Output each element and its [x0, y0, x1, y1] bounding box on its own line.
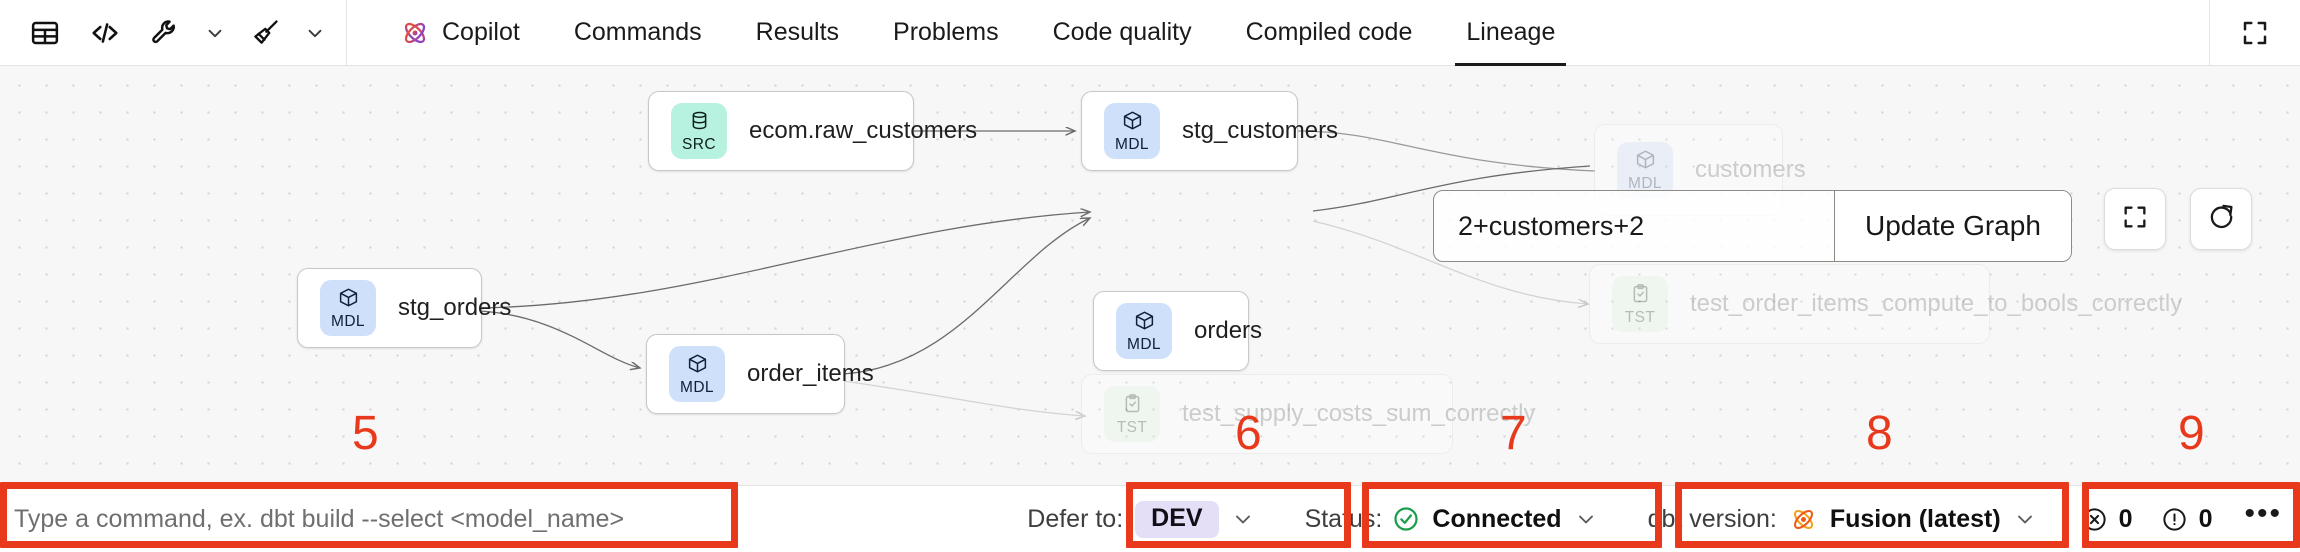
node-type-badge-mdl: MDL [1617, 142, 1673, 198]
tab-lineage[interactable]: Lineage [1439, 0, 1582, 66]
wrench-icon[interactable] [142, 10, 188, 56]
clipboard-check-icon [1122, 393, 1143, 419]
cube-icon [687, 353, 708, 379]
chevron-down-icon [1231, 507, 1255, 531]
broom-dropdown-chevron-icon[interactable] [302, 13, 328, 53]
error-count-value: 0 [2118, 504, 2133, 533]
node-label: stg_orders [398, 294, 512, 322]
tab-label: Commands [573, 18, 702, 46]
tab-compiled-code[interactable]: Compiled code [1219, 0, 1440, 66]
lineage-node-stg-customers[interactable]: MDL stg_customers [1081, 91, 1338, 171]
node-type-label: MDL [1115, 135, 1149, 153]
tab-label: Lineage [1466, 18, 1556, 46]
graph-selector-bar: Update Graph [1433, 190, 2072, 262]
defer-to-selector[interactable]: Defer to: DEV [1011, 494, 1270, 544]
node-label: orders [1194, 317, 1263, 345]
lineage-node-order-items[interactable]: MDL order_items [646, 334, 874, 414]
wrench-dropdown-chevron-icon[interactable] [202, 13, 228, 53]
warning-count-group[interactable]: 0 [2147, 505, 2227, 534]
node-type-label: MDL [680, 378, 714, 396]
status-label: Status: [1304, 504, 1383, 533]
tab-label: Code quality [1052, 18, 1192, 46]
editor-tool-group [0, 0, 346, 65]
clipboard-check-icon [1630, 283, 1651, 309]
node-label: test_order_items_compute_to_bools_correc… [1690, 290, 2183, 318]
chevron-down-icon [1574, 507, 1598, 531]
warning-circle-exclamation-icon [2161, 506, 2188, 533]
lineage-node-ecom-raw-customers[interactable]: SRC ecom.raw_customers [648, 91, 977, 171]
copilot-atom-icon [400, 18, 430, 48]
tab-label: Copilot [442, 18, 520, 46]
toolbar-divider [346, 0, 347, 66]
cube-icon [1122, 110, 1143, 136]
error-circle-x-icon [2081, 506, 2108, 533]
tab-results[interactable]: Results [729, 0, 866, 66]
defer-to-value: DEV [1135, 500, 1219, 538]
tab-label: Results [755, 18, 840, 46]
command-input[interactable] [14, 495, 726, 543]
more-options-button[interactable]: ••• [2244, 496, 2282, 530]
defer-to-label: Defer to: [1027, 504, 1124, 533]
node-type-label: SRC [682, 135, 716, 153]
tab-copilot[interactable]: Copilot [373, 0, 547, 66]
node-type-label: TST [1624, 308, 1656, 326]
node-label: ecom.raw_customers [749, 117, 978, 145]
database-cylinder-icon [689, 110, 710, 136]
tab-problems[interactable]: Problems [866, 0, 1026, 66]
node-type-badge-tst: TST [1104, 386, 1160, 442]
dbt-version-value: Fusion (latest) [1829, 504, 2001, 533]
check-circle-icon [1392, 505, 1420, 533]
node-label: test_supply_costs_sum_correctly [1182, 400, 1536, 428]
node-type-badge-mdl: MDL [320, 280, 376, 336]
table-grid-icon[interactable] [22, 10, 68, 56]
node-type-label: TST [1116, 418, 1148, 436]
node-label: customers [1695, 156, 1806, 184]
node-type-badge-mdl: MDL [669, 346, 725, 402]
node-type-label: MDL [331, 312, 365, 330]
cube-icon [1134, 310, 1155, 336]
lineage-node-test-order-items[interactable]: TST test_order_items_compute_to_bools_co… [1589, 264, 2183, 344]
lineage-canvas[interactable]: SRC ecom.raw_customers MDL stg_customers [0, 66, 2300, 485]
node-type-badge-mdl: MDL [1104, 103, 1160, 159]
tab-commands[interactable]: Commands [547, 0, 729, 66]
node-type-badge-src: SRC [671, 103, 727, 159]
fit-view-button[interactable] [2104, 188, 2166, 250]
status-bar: Defer to: DEV Status: Connected dbt vers… [0, 485, 2300, 552]
refresh-graph-button[interactable] [2190, 188, 2252, 250]
topbar-right-group [2209, 0, 2300, 66]
lineage-node-test-supply-costs[interactable]: TST test_supply_costs_sum_correctly [1081, 374, 1535, 454]
fusion-atom-icon [1789, 505, 1818, 534]
top-tab-bar: Copilot Commands Results Problems Code q… [0, 0, 2300, 66]
status-value: Connected [1432, 504, 1562, 533]
graph-selector-input[interactable] [1434, 191, 1834, 261]
dbt-version-selector[interactable]: dbt version: Fusion (latest) [1632, 494, 2053, 544]
lineage-node-stg-orders[interactable]: MDL stg_orders [297, 268, 511, 348]
node-label: order_items [747, 360, 874, 388]
tab-code-quality[interactable]: Code quality [1026, 0, 1219, 66]
node-type-badge-mdl: MDL [1116, 303, 1172, 359]
cube-icon [1635, 149, 1656, 175]
tab-label: Problems [893, 18, 999, 46]
expand-fullscreen-icon[interactable] [2232, 10, 2278, 56]
cube-icon [338, 287, 359, 313]
node-type-badge-tst: TST [1612, 276, 1668, 332]
tab-list: Copilot Commands Results Problems Code q… [347, 0, 2209, 66]
connection-status-selector[interactable]: Status: Connected [1289, 494, 1614, 544]
warning-count-value: 0 [2198, 504, 2213, 533]
error-count-group[interactable]: 0 [2067, 505, 2147, 534]
update-graph-button[interactable]: Update Graph [1834, 191, 2071, 261]
refresh-icon [2207, 202, 2236, 236]
dbt-version-label: dbt version: [1647, 504, 1777, 533]
node-label: stg_customers [1182, 117, 1339, 145]
node-type-label: MDL [1127, 335, 1161, 353]
node-type-label: MDL [1628, 174, 1662, 192]
chevron-down-icon [2013, 507, 2037, 531]
lineage-node-orders[interactable]: MDL orders [1093, 291, 1262, 371]
tab-label: Compiled code [1245, 18, 1413, 46]
broom-icon[interactable] [242, 10, 288, 56]
code-brackets-icon[interactable] [82, 10, 128, 56]
fit-view-icon [2121, 203, 2149, 236]
